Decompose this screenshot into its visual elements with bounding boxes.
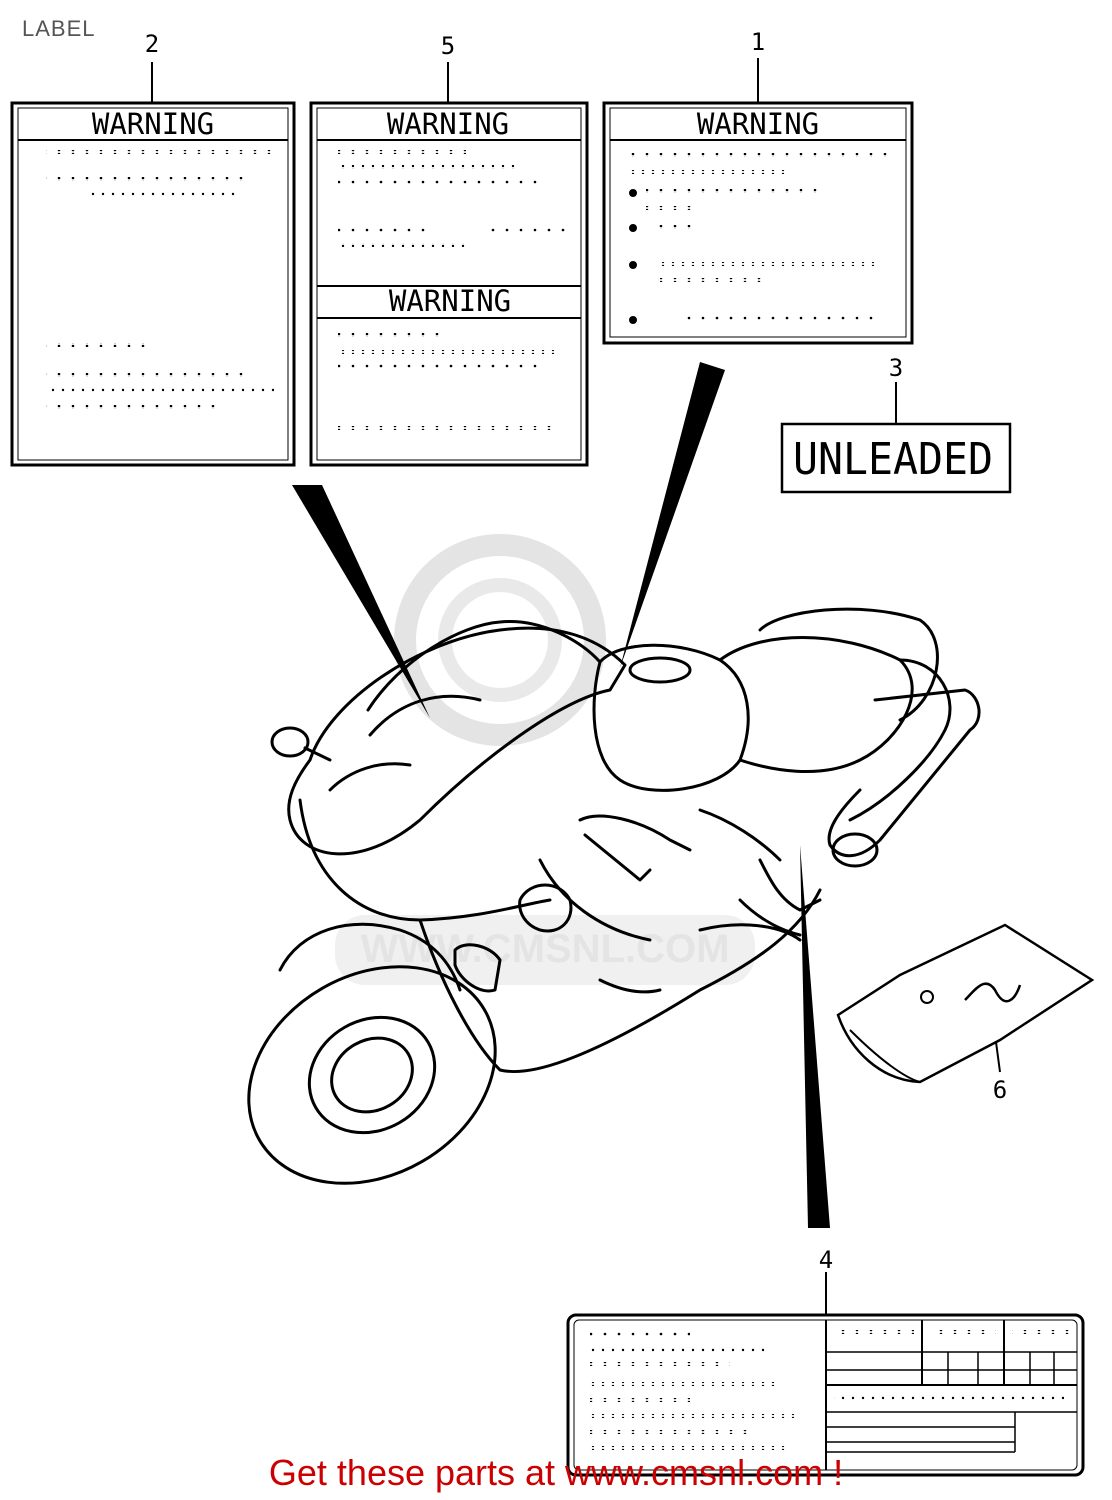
callout-5: 5 [441, 32, 455, 60]
small-tag-label-icon [836, 923, 1095, 1084]
pointer-arrow-icon [620, 362, 725, 668]
watermark-logo: WWW.CMSNL.COM [335, 534, 755, 985]
label-6-tag[interactable]: 6 [836, 923, 1095, 1104]
pointer-arrow-icon [800, 845, 830, 1228]
label-5-warning[interactable]: 5 WARNING WARNING [309, 32, 589, 467]
label-2-heading: WARNING [92, 107, 214, 141]
callout-2: 2 [145, 30, 159, 58]
pointer-arrow-icon [292, 485, 430, 718]
bullet-dot-icon [629, 224, 637, 232]
callout-6: 6 [993, 1076, 1007, 1104]
bullet-dot-icon [629, 316, 637, 324]
label-5-heading-top: WARNING [387, 107, 509, 141]
motorcycle-drawing-icon [247, 607, 981, 1185]
watermark-text: WWW.CMSNL.COM [361, 927, 730, 971]
bullet-dot-icon [629, 261, 637, 269]
unleaded-text: UNLEADED [793, 434, 993, 485]
page-title: LABEL [22, 16, 96, 41]
label-1-warning[interactable]: 1 WARNING [602, 28, 914, 345]
label-2-warning[interactable]: 2 WARNING [10, 30, 296, 467]
label-4-spec-plate[interactable]: 4 [566, 1246, 1085, 1477]
label-5-heading-bottom: WARNING [389, 284, 511, 318]
label-1-heading: WARNING [697, 107, 819, 141]
bullet-dot-icon [629, 189, 637, 197]
callout-3: 3 [889, 354, 903, 382]
callout-1: 1 [751, 28, 765, 56]
callout-4: 4 [819, 1246, 833, 1274]
label-3-unleaded[interactable]: 3 UNLEADED [780, 354, 1012, 494]
footer-link[interactable]: Get these parts at www.cmsnl.com ! [268, 1452, 844, 1493]
pointer-arrows [292, 362, 830, 1228]
